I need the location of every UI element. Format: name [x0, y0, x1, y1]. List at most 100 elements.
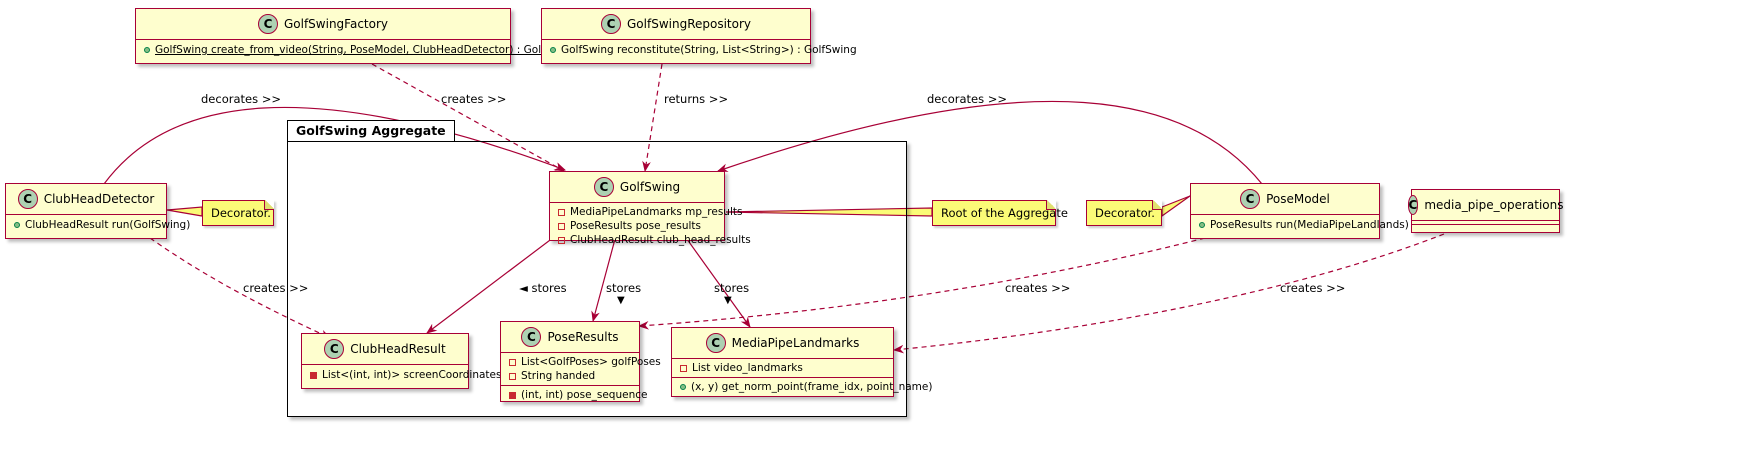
class-header: C ClubHeadDetector: [6, 184, 166, 214]
field-row: List<GolfPoses> golfPoses: [509, 355, 661, 369]
class-methods: (x, y) get_norm_point(frame_idx, point_n…: [672, 377, 932, 397]
field-text: MediaPipeLandmarks mp_results: [570, 206, 743, 218]
label-posemodel-creates: creates >>: [1005, 281, 1071, 295]
private-marker-icon: [558, 208, 565, 216]
class-header: C MediaPipeLandmarks: [672, 328, 893, 358]
method-row: GolfSwing reconstitute(String, List<Stri…: [550, 43, 857, 57]
class-fields: List<GolfPoses> golfPoses String handed: [501, 352, 661, 385]
field-row: String handed: [509, 369, 631, 383]
edge-clubhead-decorates: [103, 106, 567, 185]
class-name: ClubHeadResult: [350, 342, 446, 356]
class-fields: [1412, 220, 1559, 224]
method-row: GolfSwing create_from_video(String, Pose…: [144, 43, 576, 57]
class-methods: PoseResults run(MediaPipeLandlands): [1191, 214, 1409, 235]
class-golfswing-repository[interactable]: C GolfSwingRepository GolfSwing reconsti…: [541, 8, 857, 64]
class-golfswing[interactable]: C GolfSwing MediaPipeLandmarks mp_result…: [549, 171, 751, 246]
class-icon: C: [1240, 189, 1261, 209]
private-marker-icon: [310, 371, 317, 379]
class-clubhead-result[interactable]: C ClubHeadResult List<(int, int)> screen…: [301, 333, 501, 389]
method-text: ClubHeadResult run(GolfSwing): [25, 219, 191, 231]
method-text: PoseResults run(MediaPipeLandlands): [1210, 219, 1409, 231]
private-marker-icon: [509, 358, 516, 366]
class-pose-model[interactable]: C PoseModel PoseResults run(MediaPipeLan…: [1190, 183, 1409, 239]
class-methods: GolfSwing create_from_video(String, Pose…: [136, 39, 576, 60]
class-name: GolfSwing: [619, 180, 681, 194]
class-header: C GolfSwing: [550, 172, 724, 202]
class-header: C ClubHeadResult: [302, 334, 468, 364]
class-icon: C: [1407, 195, 1419, 215]
edge-factory-creates: [371, 63, 565, 172]
label-factory-creates: creates >>: [441, 92, 507, 106]
edge-clubhead-creates: [149, 237, 331, 339]
edge-golfswing-stores-pose: [591, 226, 621, 323]
edge-note-clubhead: [166, 206, 203, 217]
edge-note-posemodel: [1161, 195, 1191, 218]
label-stores-pose: stores: [606, 281, 642, 295]
class-fields: List video_landmarks: [672, 358, 893, 377]
field-row: ClubHeadResult club_head_results: [558, 233, 751, 247]
package-golfswing-aggregate: [287, 141, 907, 417]
label-mediapipe-creates: creates >>: [1280, 281, 1346, 295]
class-header: C GolfSwingRepository: [542, 9, 810, 39]
label-posemodel-decorates: decorates >>: [927, 92, 1008, 106]
private-marker-icon: [558, 222, 565, 230]
public-marker-icon: [14, 222, 20, 228]
class-name: ClubHeadDetector: [43, 192, 155, 206]
note-root-of-aggregate: Root of the Aggregate: [932, 200, 1068, 226]
edge-golfswing-stores-landmarks: [678, 227, 751, 328]
method-row: PoseResults run(MediaPipeLandlands): [1199, 218, 1409, 232]
class-media-pipe-operations[interactable]: C media_pipe_operations: [1407, 189, 1564, 233]
class-mediapipe-landmarks[interactable]: C MediaPipeLandmarks List video_landmark…: [671, 327, 932, 397]
field-text: List<GolfPoses> golfPoses: [521, 356, 661, 368]
field-row: MediaPipeLandmarks mp_results: [558, 205, 742, 219]
method-text: (int, int) pose_sequence: [521, 389, 648, 401]
method-row: ClubHeadResult run(GolfSwing): [14, 218, 190, 232]
edge-mediapipe-creates: [892, 233, 1445, 354]
edge-golfswing-stores-clubhead: [426, 227, 567, 334]
public-marker-icon: [144, 47, 150, 53]
field-row: PoseResults pose_results: [558, 219, 716, 233]
package-tab: GolfSwing Aggregate: [287, 120, 455, 141]
public-marker-icon: [550, 47, 556, 53]
class-header: C GolfSwingFactory: [136, 9, 510, 39]
class-methods: (int, int) pose_sequence: [501, 385, 647, 405]
label-stores-pose-arrow: ▼: [617, 295, 625, 306]
class-methods: ClubHeadResult run(GolfSwing): [6, 214, 190, 235]
method-row: (int, int) pose_sequence: [509, 388, 647, 402]
class-name: GolfSwingFactory: [283, 17, 389, 31]
method-row: (x, y) get_norm_point(frame_idx, point_n…: [680, 380, 932, 394]
class-clubhead-detector[interactable]: C ClubHeadDetector ClubHeadResult run(Go…: [5, 183, 190, 239]
class-name: PoseResults: [547, 330, 619, 344]
class-golfswing-factory[interactable]: C GolfSwingFactory GolfSwing create_from…: [135, 8, 576, 64]
private-marker-icon: [509, 372, 516, 380]
class-pose-results[interactable]: C PoseResults List<GolfPoses> golfPoses …: [500, 321, 661, 405]
field-text: List video_landmarks: [692, 362, 803, 374]
note-clubhead-decorator: Decorator.: [202, 200, 274, 226]
field-text: List<(int, int)> screenCoordinates: [322, 369, 502, 381]
class-header: C media_pipe_operations: [1407, 190, 1564, 220]
class-methods: GolfSwing reconstitute(String, List<Stri…: [542, 39, 857, 60]
class-header: C PoseResults: [501, 322, 639, 352]
class-name: media_pipe_operations: [1424, 198, 1564, 212]
class-name: MediaPipeLandmarks: [731, 336, 860, 350]
class-icon: C: [601, 14, 621, 34]
class-fields: List<(int, int)> screenCoordinates: [302, 364, 501, 385]
field-text: ClubHeadResult club_head_results: [570, 234, 751, 246]
class-icon: C: [521, 327, 542, 347]
field-row: List video_landmarks: [680, 361, 885, 375]
private-marker-icon: [558, 236, 565, 244]
public-marker-icon: [1199, 222, 1205, 228]
class-icon: C: [593, 177, 614, 197]
label-stores-landmarks-arrow: ▼: [724, 295, 732, 306]
class-header: C PoseModel: [1191, 184, 1379, 214]
label-repository-returns: returns >>: [664, 92, 729, 106]
field-row: List<(int, int)> screenCoordinates: [310, 368, 501, 382]
class-icon: C: [324, 339, 345, 359]
class-icon: C: [705, 333, 726, 353]
class-methods: [1412, 224, 1559, 228]
class-name: PoseModel: [1266, 192, 1330, 206]
class-fields: MediaPipeLandmarks mp_results PoseResult…: [550, 202, 751, 250]
method-text: GolfSwing reconstitute(String, List<Stri…: [561, 44, 857, 56]
label-stores-clubhead: ◄ stores: [519, 281, 567, 295]
